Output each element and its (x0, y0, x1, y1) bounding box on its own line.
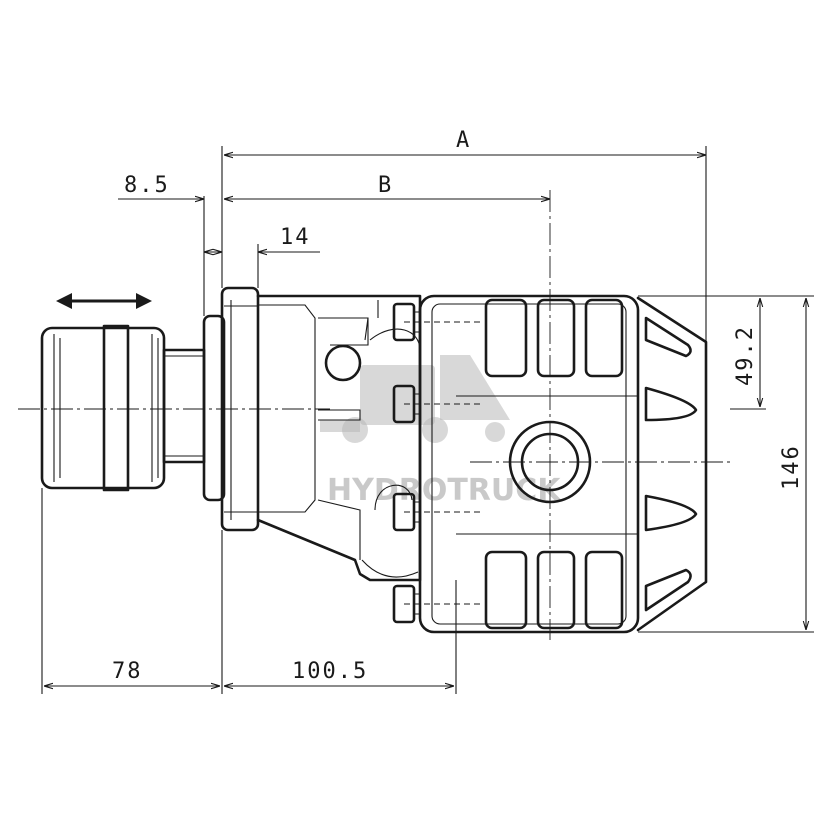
dimension-lines (44, 155, 806, 686)
dimension-labels: A B 8.5 14 78 100.5 49.2 146 (112, 128, 804, 684)
extension-lines (41, 146, 814, 694)
dim-label-8-5: 8.5 (124, 173, 170, 198)
dim-label-146: 146 (779, 444, 804, 490)
dim-label-14: 14 (280, 225, 311, 250)
transition-housing (256, 294, 422, 582)
dim-label-49-2: 49.2 (733, 325, 758, 386)
dim-label-78: 78 (112, 659, 143, 684)
double-arrow-icon (56, 293, 152, 309)
dim-label-B: B (378, 173, 393, 198)
bolts (392, 302, 420, 624)
center-lines (18, 190, 730, 640)
pump-body (40, 286, 708, 634)
end-cap (636, 296, 708, 632)
coupling (40, 324, 206, 492)
dim-label-A: A (456, 128, 471, 153)
main-housing (418, 294, 640, 634)
dim-label-100-5: 100.5 (292, 659, 368, 684)
